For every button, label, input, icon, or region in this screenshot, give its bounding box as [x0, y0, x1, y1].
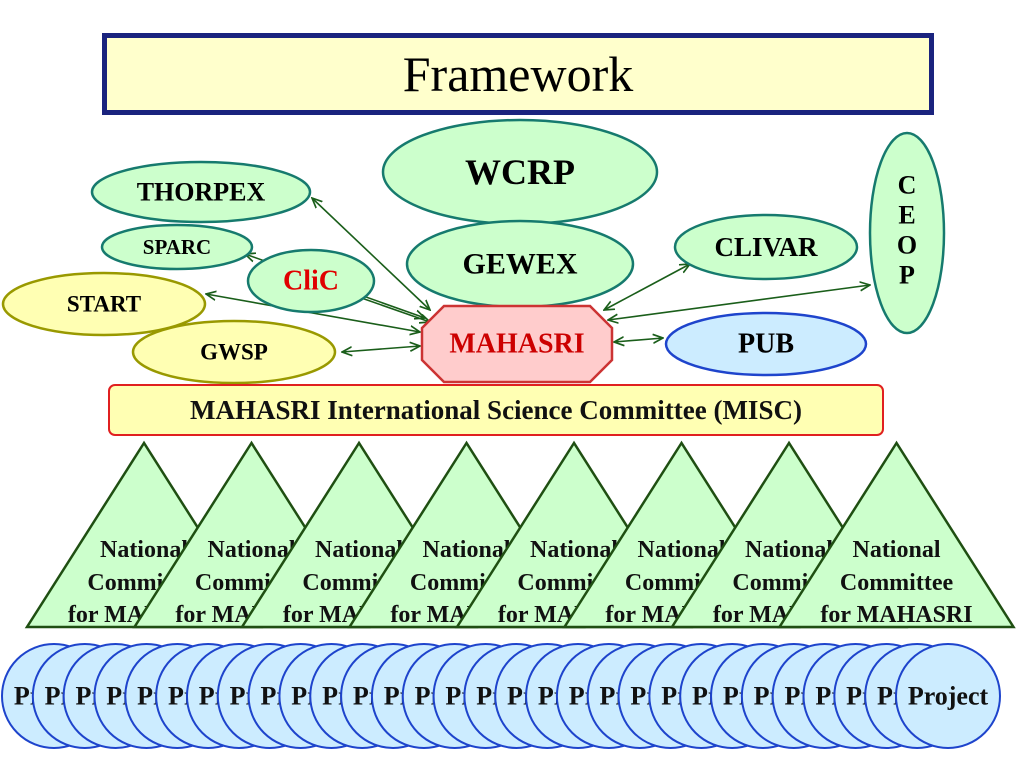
national-committee-label: National [745, 537, 833, 563]
national-committee-label: for MAHASRI [820, 602, 972, 628]
clivar-node: CLIVAR [673, 213, 859, 281]
title-box: Framework [102, 33, 934, 115]
wcrp-node: WCRP [381, 118, 659, 226]
project-circles: ProjectProjectProjectProjectProjectProje… [1, 643, 1001, 749]
project-circle: Project [895, 643, 1001, 749]
start-label: START [67, 292, 141, 317]
wcrp-label: WCRP [465, 152, 575, 192]
national-committee-label: National [852, 537, 940, 563]
arrow-ceop [608, 285, 870, 320]
clivar-label: CLIVAR [714, 232, 818, 262]
national-committee-label: National [207, 537, 295, 563]
misc-box: MAHASRI International Science Committee … [108, 384, 884, 436]
national-committee-label: National [100, 537, 188, 563]
gewex-node: GEWEX [405, 219, 635, 309]
mahasri-label: MAHASRI [449, 329, 584, 360]
sparc-label: SPARC [143, 235, 211, 259]
national-committee-label: National [315, 537, 403, 563]
gewex-label: GEWEX [462, 248, 577, 281]
national-committee-label: National [637, 537, 725, 563]
clic-label: CliC [283, 266, 339, 297]
national-committee-triangle [777, 440, 1016, 629]
misc-label: MAHASRI International Science Committee … [190, 394, 802, 425]
pub-node: PUB [664, 311, 868, 377]
gwsp-node: GWSP [131, 319, 337, 385]
start-node: START [1, 271, 207, 337]
national-committee-label: National [422, 537, 510, 563]
arrow-gwsp [342, 346, 420, 352]
pub-label: PUB [738, 329, 794, 360]
arrow-pub [614, 338, 663, 342]
project-circle-shape [895, 643, 1001, 749]
ceop-node: C E O P [868, 131, 946, 335]
ceop-letter-e: E [898, 201, 915, 230]
thorpex-label: THORPEX [137, 178, 266, 207]
ceop-letter-p: P [899, 261, 915, 290]
clic-node: CliC [246, 248, 376, 314]
ceop-letter-c: C [898, 171, 917, 200]
national-committee-label: Committee [840, 570, 954, 596]
national-committee-label: National [530, 537, 618, 563]
mahasri-node: MAHASRI [420, 304, 614, 384]
project-label: Project [908, 682, 989, 711]
ceop-letter-o: O [897, 231, 917, 260]
thorpex-node: THORPEX [90, 160, 312, 224]
sparc-node: SPARC [100, 223, 254, 271]
page-title: Framework [402, 46, 634, 102]
gwsp-label: GWSP [200, 340, 268, 365]
